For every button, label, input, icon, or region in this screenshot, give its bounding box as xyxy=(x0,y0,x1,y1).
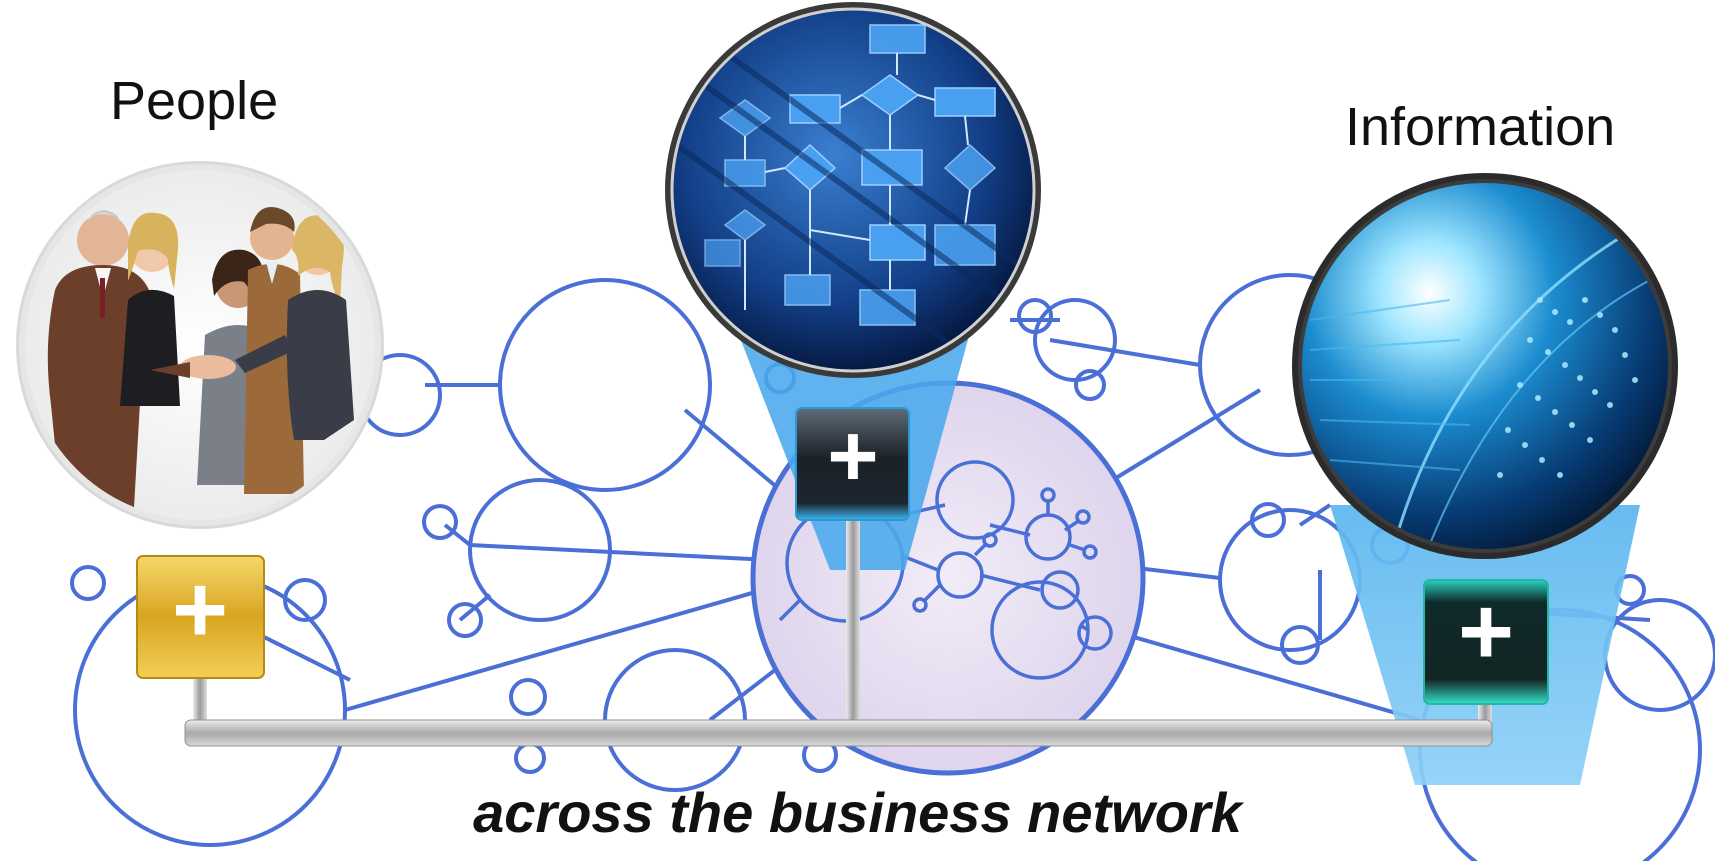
pole-process xyxy=(846,520,860,730)
information-plus-glyph: + xyxy=(1458,578,1514,685)
flowchart-image xyxy=(672,17,1034,371)
connector-bar xyxy=(184,719,1493,747)
information-label: Information xyxy=(1345,97,1616,157)
business-people-image xyxy=(47,207,354,523)
digital-globe-image xyxy=(1309,218,1670,551)
information-plus-button[interactable]: + xyxy=(1423,578,1549,705)
people-plus-button[interactable]: + xyxy=(136,555,265,679)
people-label: People xyxy=(110,71,279,131)
pole-people xyxy=(193,675,207,730)
network-caption: across the business network xyxy=(473,781,1242,844)
process-plus-glyph: + xyxy=(827,406,878,505)
people-plus-glyph: + xyxy=(172,556,228,663)
process-plus-button[interactable]: + xyxy=(795,406,910,521)
process-flowchart-circle xyxy=(665,2,1041,378)
information-globe-circle xyxy=(1292,173,1678,559)
people-photo-circle xyxy=(16,161,384,529)
